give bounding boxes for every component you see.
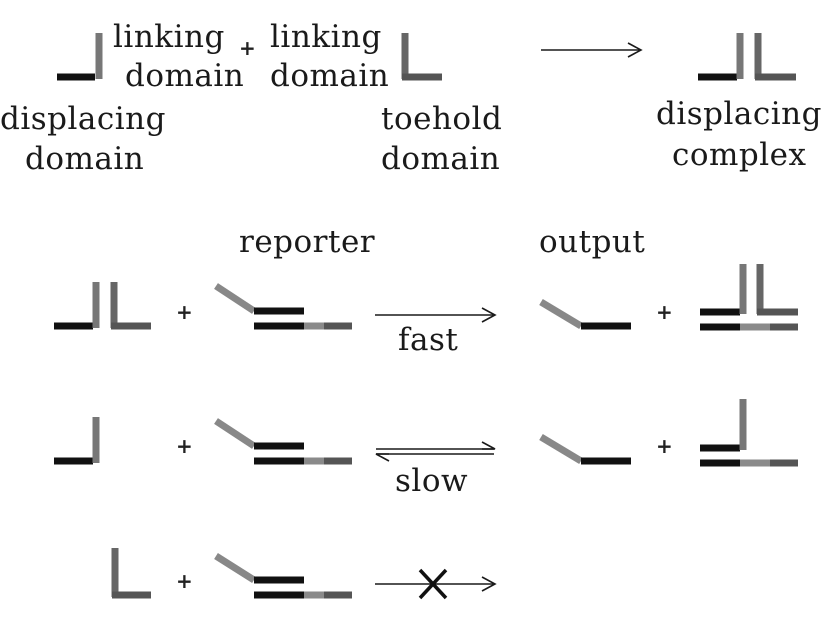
linking-toehold-strand-row3 xyxy=(111,548,151,599)
linking-domain-label-2-line1: linking xyxy=(270,19,382,55)
reporter-complex-row3 xyxy=(214,553,352,599)
plus-sign-row3: + xyxy=(176,569,193,593)
reporter-label: reporter xyxy=(239,224,376,260)
displacing-domain-label-line2: domain xyxy=(25,141,145,177)
displacing-complex xyxy=(698,33,796,81)
displacing-complex-label-line1: displacing xyxy=(656,96,822,132)
fast-label: fast xyxy=(398,322,459,358)
linking-domain-label-1-line1: linking xyxy=(113,19,225,55)
output-strand-row2 xyxy=(539,433,631,465)
displacing-linking-strand xyxy=(57,33,103,81)
displacing-linking-strand-row2 xyxy=(54,417,100,465)
displacing-complex-label-line2: complex xyxy=(672,137,807,173)
reaction-arrow-top xyxy=(541,42,643,58)
output-label: output xyxy=(539,224,646,260)
toehold-domain-label-line1: toehold xyxy=(381,101,503,137)
linking-domain-label-1-line2: domain xyxy=(125,58,245,94)
reporter-complex-row2 xyxy=(214,418,352,465)
reaction-arrow-fast xyxy=(375,307,497,323)
slow-label: slow xyxy=(395,463,469,499)
linking-domain-label-2-line2: domain xyxy=(270,58,390,94)
plus-sign-top: + xyxy=(239,36,256,60)
plus-sign-row2-left: + xyxy=(176,434,193,458)
waste-complex-row2 xyxy=(700,399,798,467)
displacing-domain-label-line1: displacing xyxy=(0,101,166,137)
plus-sign-row2-right: + xyxy=(656,434,673,458)
toehold-domain-label-line2: domain xyxy=(381,141,501,177)
linking-toehold-strand xyxy=(401,33,442,81)
reporter-complex-row1 xyxy=(214,283,352,330)
output-strand-row1 xyxy=(539,298,631,330)
waste-complex-row1 xyxy=(700,264,798,331)
plus-sign-row1-right: + xyxy=(656,300,673,324)
plus-sign-row1-left: + xyxy=(176,300,193,324)
x-mark-icon xyxy=(418,568,448,600)
displacing-complex-reactant xyxy=(54,282,151,330)
reaction-arrow-slow xyxy=(375,441,496,462)
